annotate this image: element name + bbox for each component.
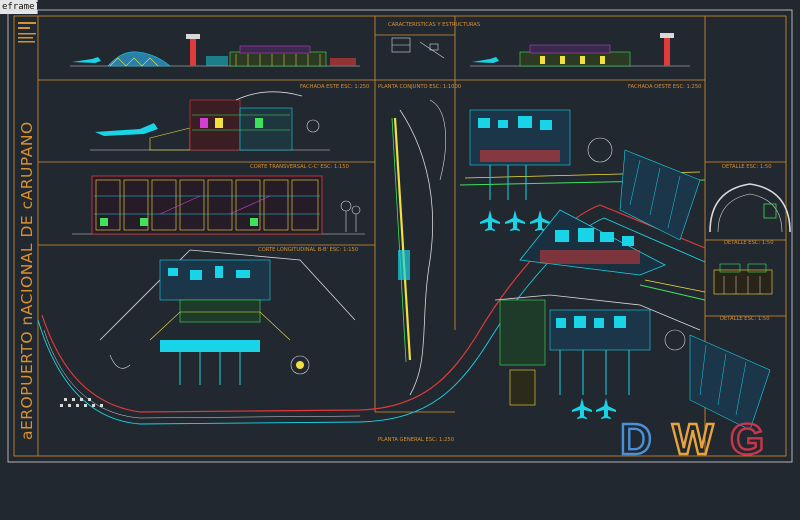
view-grid-lines bbox=[38, 16, 786, 456]
title-block-notes bbox=[18, 22, 36, 43]
parking-dots bbox=[60, 398, 103, 407]
watermark-letter-d: D bbox=[620, 415, 652, 464]
label-corte-longitudinal: CORTE LONGITUDINAL B-B' ESC: 1:150 bbox=[258, 247, 358, 253]
drawing-tab[interactable]: eframe] bbox=[0, 0, 40, 14]
label-planta-general: PLANTA GENERAL ESC: 1:250 bbox=[378, 437, 454, 443]
planta-general-drawing bbox=[494, 209, 771, 431]
dwg-watermark: D W G bbox=[619, 414, 766, 465]
label-top-note: CARACTERISTICAS Y ESTRUCTURAS bbox=[388, 22, 480, 28]
tree-icon bbox=[340, 200, 361, 232]
watermark-letter-w: W bbox=[672, 415, 714, 464]
sheet-inner-border bbox=[13, 15, 787, 457]
fachada-oeste-drawing bbox=[470, 33, 690, 67]
airplane-icon bbox=[572, 398, 616, 419]
airplane-icon bbox=[480, 210, 550, 231]
label-detalle-3: DETALLE ESC: 1:50 bbox=[720, 316, 770, 322]
corte-longitudinal-drawing bbox=[72, 175, 365, 235]
label-planta-conjunto: PLANTA CONJUNTO ESC: 1:1000 bbox=[378, 84, 461, 90]
label-corte-transversal: CORTE TRANSVERSAL C-C' ESC: 1:150 bbox=[250, 164, 349, 170]
corte-transversal-drawing bbox=[90, 91, 330, 151]
planta-terminal-drawing bbox=[99, 249, 356, 385]
label-detalle-2: DETALLE ESC: 1:50 bbox=[724, 240, 774, 246]
vertical-title: aEROPUERTO nACIONAL DE cARUPANO bbox=[18, 121, 36, 440]
view-labels: CARACTERISTICAS Y ESTRUCTURAS FACHADA ES… bbox=[250, 22, 774, 443]
detalle-edificio-drawing bbox=[713, 263, 773, 295]
detalle-arco-drawing bbox=[709, 183, 791, 233]
label-fachada-este: FACHADA ESTE ESC: 1:250 bbox=[300, 84, 369, 90]
planta-conjunto-drawing bbox=[459, 109, 706, 241]
label-detalle-1: DETALLE ESC: 1:50 bbox=[722, 164, 772, 170]
label-fachada-oeste: FACHADA OESTE ESC: 1:250 bbox=[628, 84, 701, 90]
watermark-letter-g: G bbox=[730, 415, 764, 464]
fachada-este-drawing bbox=[70, 34, 360, 67]
sheet-border bbox=[7, 9, 793, 463]
runway-plan-drawing bbox=[391, 37, 446, 396]
satellite-icon bbox=[391, 37, 445, 59]
